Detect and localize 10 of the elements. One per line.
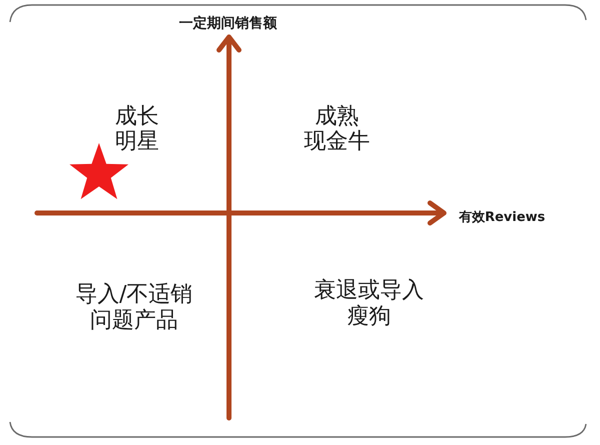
quadrant-label: 成熟 xyxy=(315,104,359,130)
quadrant-label: 问题产品 xyxy=(90,308,178,334)
quadrant-label: 明星 xyxy=(115,130,159,154)
axis-title: 一定期间销售额 xyxy=(179,16,277,32)
quadrant-label: 衰退或导入 xyxy=(314,278,424,304)
quadrant-label: 瘦狗 xyxy=(347,304,391,330)
quadrant-label: 现金牛 xyxy=(304,130,370,154)
quadrant-label: 导入/不适销 xyxy=(75,282,193,308)
quadrant-label: 成长 xyxy=(115,104,159,130)
axis-title: 有效Reviews xyxy=(458,210,546,226)
